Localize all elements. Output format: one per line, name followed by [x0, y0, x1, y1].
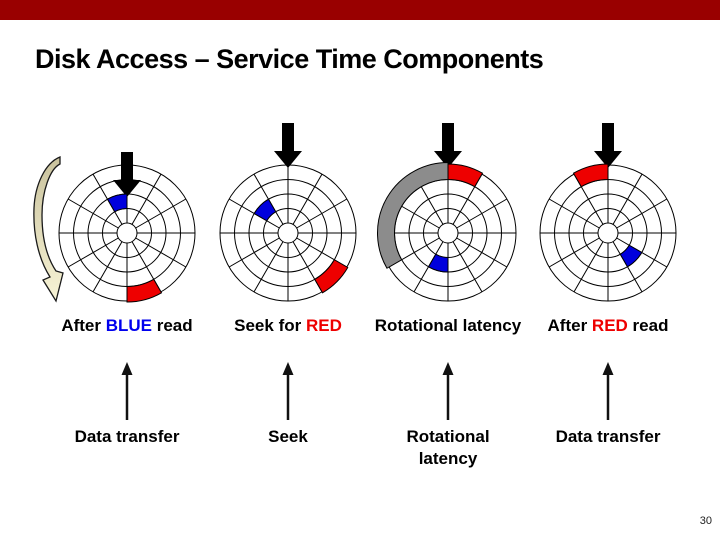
disk-platter-graphic — [539, 163, 677, 302]
blue-sector — [427, 253, 449, 273]
caption-segment: RED — [305, 316, 342, 335]
stage-after-blue-read: After BLUE read Data transfer — [47, 120, 207, 500]
disk-sector-spoke — [548, 237, 600, 268]
phase-label: Data transfer — [74, 427, 180, 446]
disk-platter-graphic — [219, 164, 357, 302]
caption-segment: Seek for — [234, 316, 306, 335]
caption-segment: Rotational latency — [374, 316, 522, 335]
phase-pointer-arrow-icon — [602, 362, 614, 420]
disk-sector-spoke — [131, 173, 162, 225]
red-sector — [126, 278, 163, 303]
stage-caption: Seek for RED — [186, 316, 390, 336]
disk-sector-spoke — [456, 198, 508, 229]
disk-platter — [373, 158, 523, 308]
slide-title: Disk Access – Service Time Components — [35, 44, 544, 74]
caption-segment: RED — [591, 316, 628, 335]
disk-platter-graphic — [58, 164, 196, 303]
latency-arc — [377, 161, 449, 269]
disk-head-arrow-icon — [594, 123, 622, 168]
blue-sector — [619, 244, 643, 268]
disk-sector-spoke — [292, 173, 323, 225]
disk-sector-spoke — [548, 198, 600, 229]
red-sector — [572, 163, 609, 188]
red-sector — [447, 163, 484, 188]
caption-segment: After — [547, 316, 592, 335]
disk-sector-spoke — [135, 198, 187, 229]
caption-segment: read — [627, 316, 669, 335]
blue-sector — [253, 198, 277, 222]
disk-sector-spoke — [452, 241, 483, 293]
stage-rotational-latency: Rotational latency Rotational latency — [368, 120, 528, 500]
disk-sector-spoke — [456, 237, 508, 268]
disk-sector-spoke — [253, 241, 284, 293]
caption-segment: read — [152, 316, 193, 335]
disk-platter — [213, 158, 363, 308]
disk-platter-graphic — [377, 161, 517, 302]
stage-caption: After RED read — [506, 316, 710, 336]
disk-track-circle — [277, 222, 299, 244]
disk-sector-spoke — [296, 198, 348, 229]
disk-head-arrow-icon — [274, 123, 302, 168]
phase-label: Data transfer — [555, 427, 661, 446]
disk-platter — [533, 158, 683, 308]
disk-sector-spoke — [616, 198, 668, 229]
disk-sector-spoke — [228, 237, 280, 268]
disk-head-arrow-icon — [434, 123, 462, 168]
disk-track-circle — [597, 222, 619, 244]
disk-sector-spoke — [135, 237, 187, 268]
disk-sector-spoke — [612, 173, 643, 225]
phase-pointer-arrow-icon — [282, 362, 294, 420]
phase-label: Rotational latency — [406, 427, 490, 468]
stage-after-red-read: After RED read Data transfer — [528, 120, 688, 500]
disk-sector-spoke — [67, 237, 119, 268]
phase-pointer-arrow-icon — [121, 362, 133, 420]
page-number: 30 — [699, 515, 712, 527]
phase-label: Seek — [268, 427, 308, 446]
top-accent-bar — [0, 0, 720, 20]
disk-platter — [52, 158, 202, 308]
disk-track-circle — [116, 222, 138, 244]
disk-sector-spoke — [92, 241, 123, 293]
phase-pointer-arrow-icon — [442, 362, 454, 420]
caption-segment: BLUE — [105, 316, 153, 335]
disk-track-circle — [437, 222, 459, 244]
blue-sector — [106, 193, 128, 213]
caption-segment: After — [61, 316, 106, 335]
rotation-direction-arrow-icon — [33, 156, 64, 303]
stage-caption: Rotational latency — [346, 316, 550, 336]
red-sector — [314, 259, 349, 294]
stage-caption: After BLUE read — [25, 316, 229, 336]
disk-sector-spoke — [67, 198, 119, 229]
stage-seek-for-red: Seek for RED Seek — [208, 120, 368, 500]
disk-sector-spoke — [573, 241, 604, 293]
